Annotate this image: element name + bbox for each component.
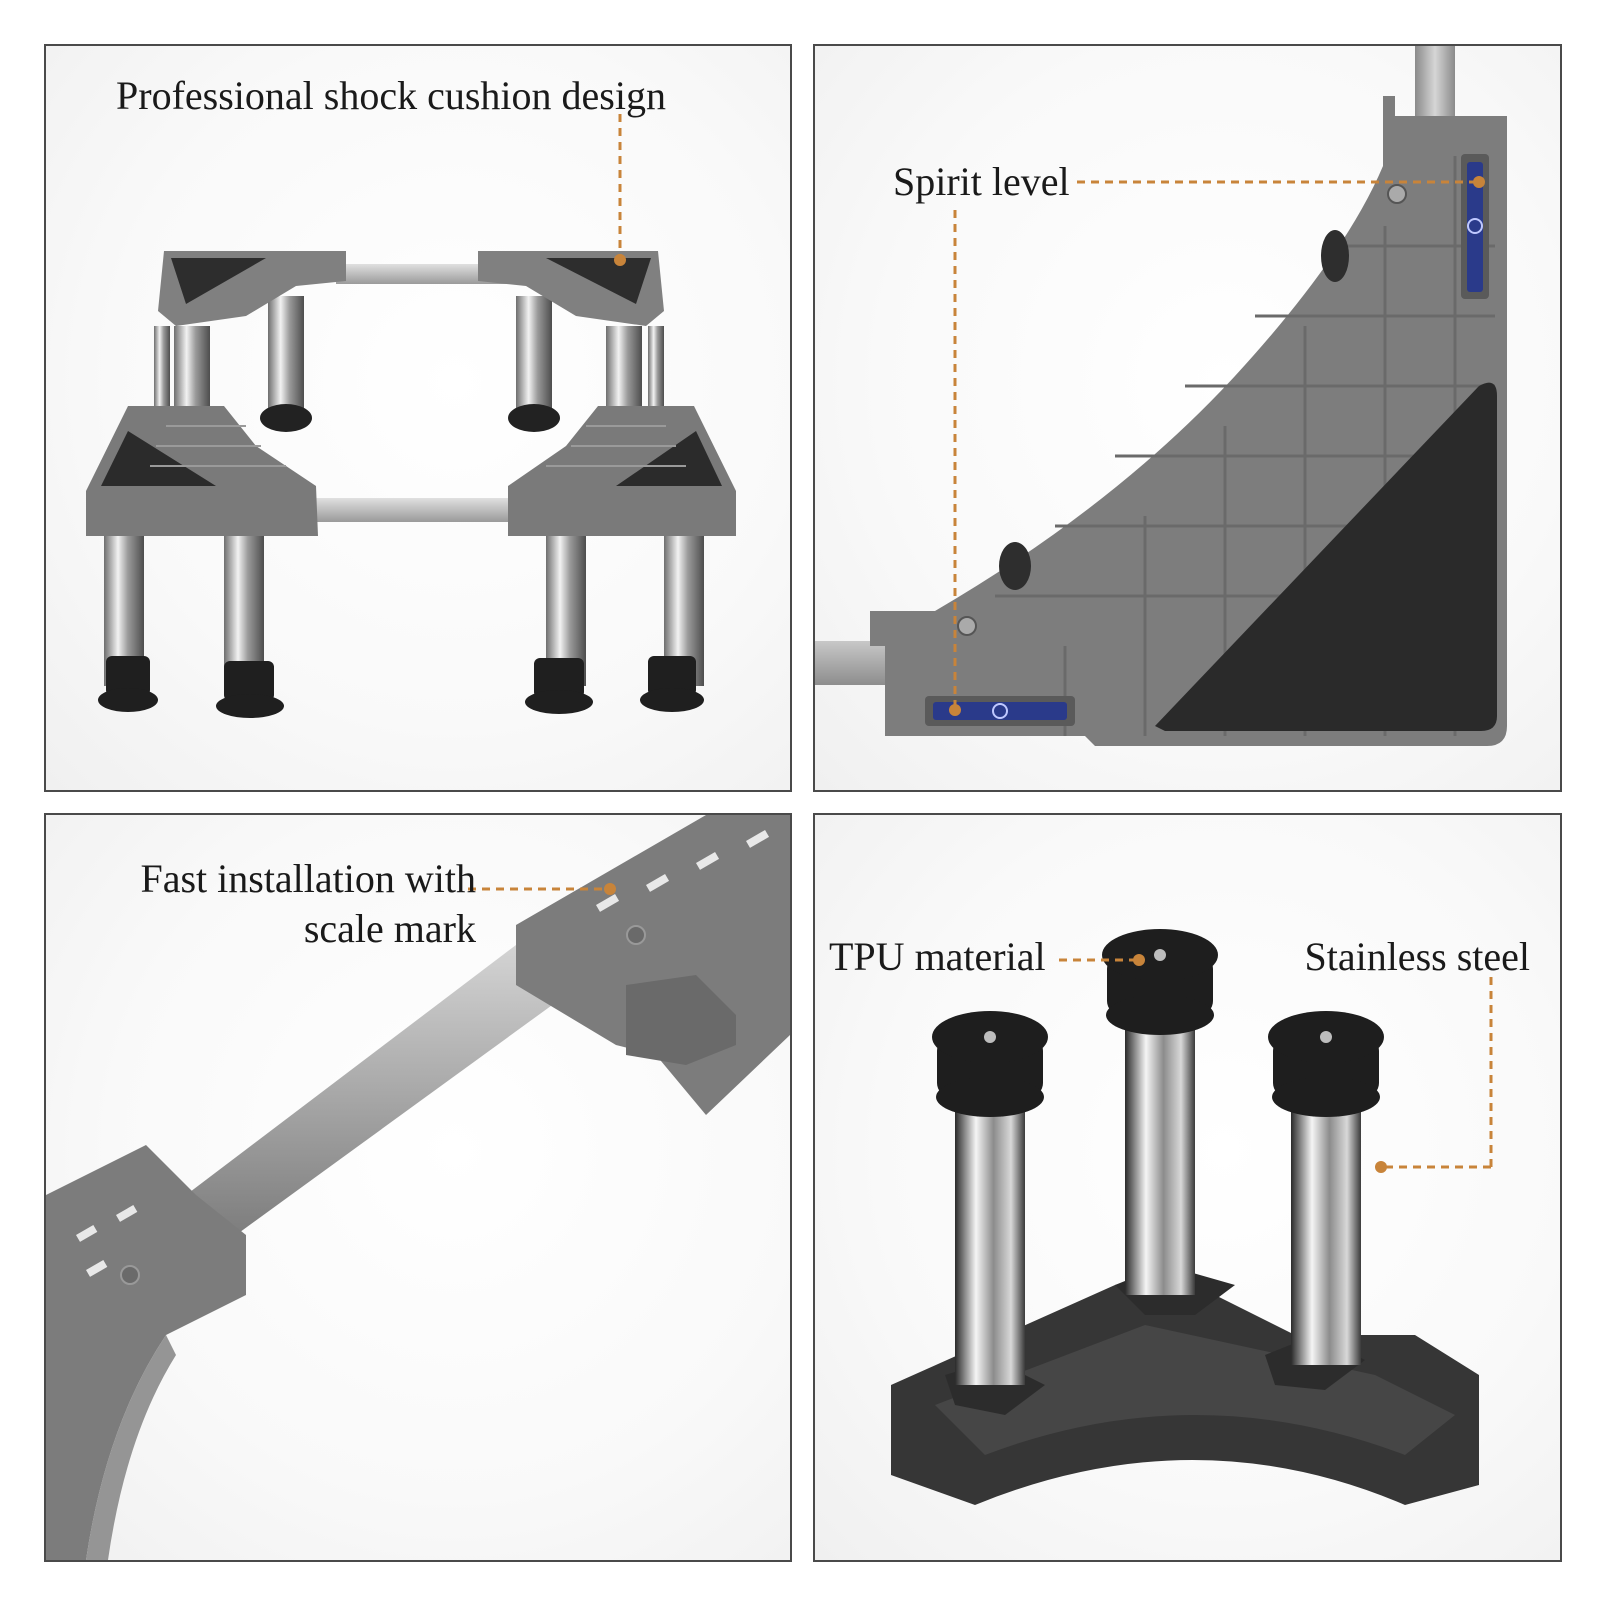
scale-marks-bottom <box>76 1205 138 1277</box>
panel-fast-installation: Fast installation with scale mark <box>44 813 792 1562</box>
spirit-level-vertical <box>1461 154 1489 299</box>
spirit-level-label: Spirit level <box>893 159 1070 204</box>
leader-lines <box>1059 954 1493 1173</box>
panel-shock-cushion: Professional shock cushion design <box>44 44 792 792</box>
leader-lines <box>949 176 1485 716</box>
spirit-level-horizontal <box>925 696 1075 726</box>
shock-cushion-label: Professional shock cushion design <box>116 73 666 118</box>
feet-illustration <box>891 929 1493 1505</box>
panel-feet: TPU material Stainless steel <box>813 813 1562 1562</box>
front-legs <box>98 536 704 718</box>
leader-line <box>468 883 616 895</box>
scale-marks-top <box>595 829 770 912</box>
leader-line <box>614 114 626 266</box>
tpu-material-label: TPU material <box>829 934 1046 979</box>
back-legs <box>168 296 648 440</box>
panel-spirit-level: Spirit level <box>813 44 1562 792</box>
fast-installation-label-line2: scale mark <box>303 906 476 951</box>
bracket-illustration <box>815 46 1507 746</box>
scale-bar-illustration <box>46 815 790 1560</box>
stand-illustration <box>86 114 736 718</box>
fast-installation-label-line1: Fast installation with <box>140 856 476 901</box>
stainless-steel-tubes <box>955 985 1361 1385</box>
stainless-steel-label: Stainless steel <box>1304 934 1530 979</box>
